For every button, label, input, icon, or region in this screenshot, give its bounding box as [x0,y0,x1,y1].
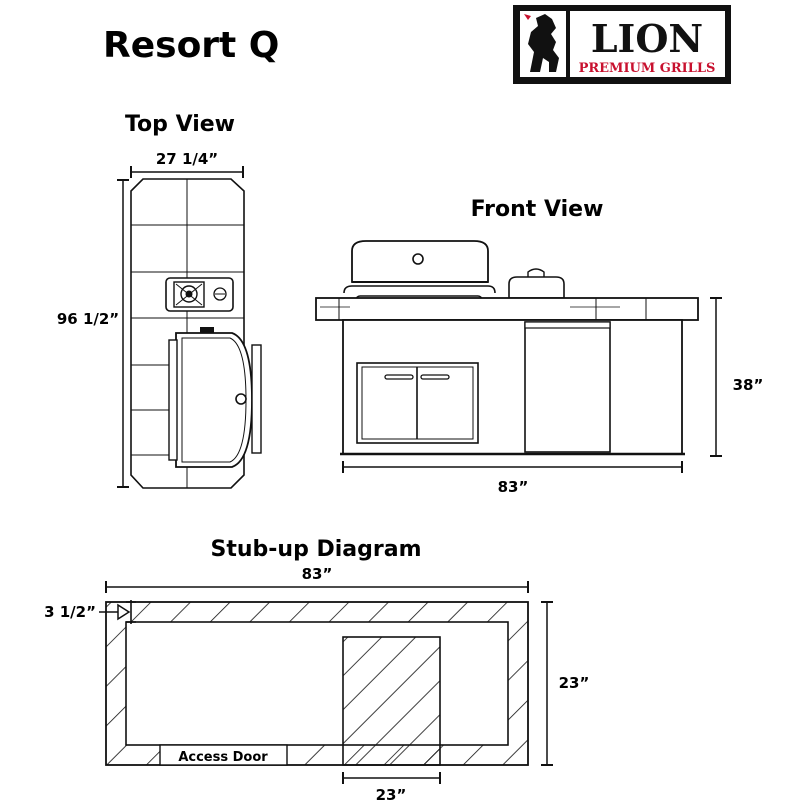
access-door-label: Access Door [178,750,268,765]
lion-rampant-icon [520,11,566,77]
side-burner-top [165,277,234,312]
side-burner-front [508,268,565,299]
page-title: Resort Q [103,25,279,66]
top-view-length-label: 96 1/2” [57,310,119,328]
front-view-heading: Front View [471,197,604,222]
front-view-height-label: 38” [733,376,764,394]
stub-up-wall-dimension: 3 1/2” [44,600,136,624]
brand-logo: LION PREMIUM GRILLS [513,5,731,84]
stub-up-depth-dimension: 23” [541,601,590,766]
top-view-width-dimension: 27 1/4” [130,150,244,178]
stub-up-width-label: 83” [302,565,333,583]
access-door-marker: Access Door [159,744,288,766]
stub-up-width-dimension: 83” [105,565,529,593]
front-view-height-dimension: 38” [710,297,764,457]
stub-up-heading: Stub-up Diagram [211,537,422,562]
stub-up-opening [342,636,441,766]
front-view-width-dimension: 83” [342,461,683,496]
grill-top [168,327,262,468]
logo-tagline-text: PREMIUM GRILLS [579,61,716,76]
top-view-width-label: 27 1/4” [156,150,218,168]
top-view-heading: Top View [125,112,235,137]
stub-up-depth-label: 23” [559,674,590,692]
front-view-width-label: 83” [498,478,529,496]
stub-up-opening-dimension: 23” [342,772,441,804]
refrigerator-front [524,321,611,453]
double-access-doors [356,362,479,444]
stub-up-opening-label: 23” [376,786,407,804]
stub-up-wall-outline [105,601,529,766]
grill-hood-front [343,240,496,294]
logo-brand-text: LION [591,16,703,61]
countertop-front [315,297,699,321]
top-view-length-dimension: 96 1/2” [57,179,129,488]
stub-up-wall-label: 3 1/2” [44,603,96,621]
